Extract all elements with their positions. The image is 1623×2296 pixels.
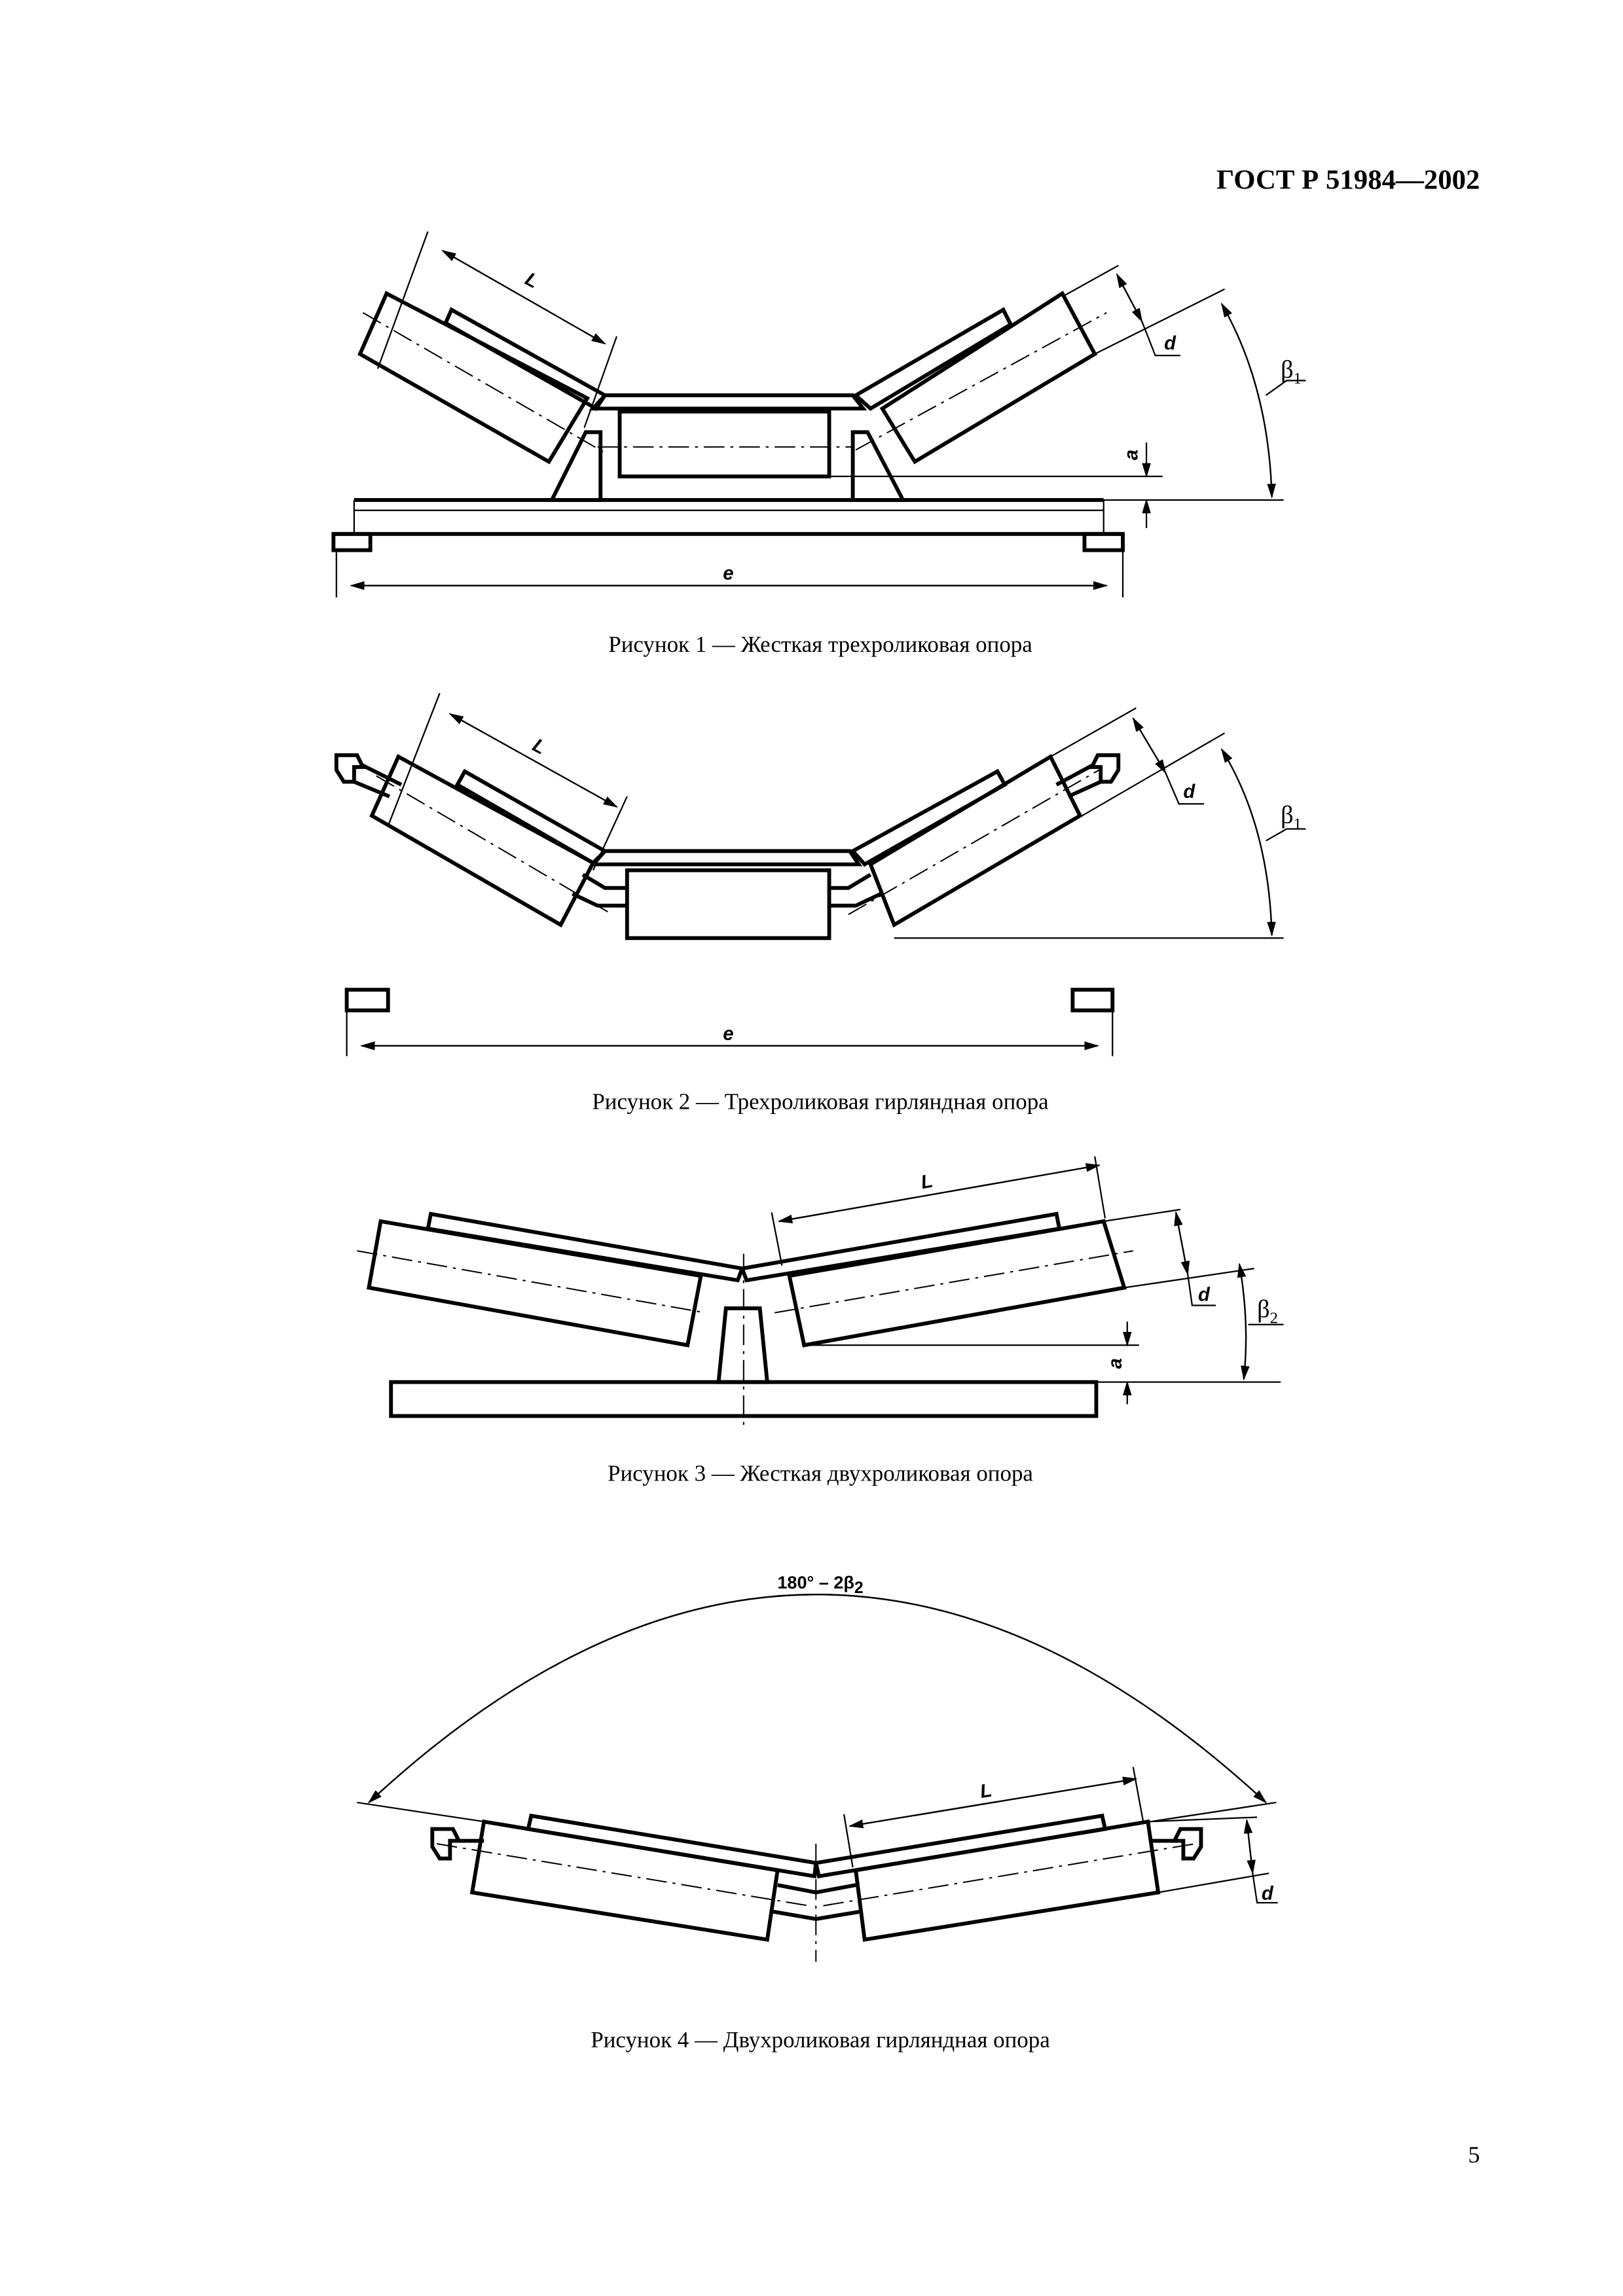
- left-belt: [526, 1813, 818, 1879]
- dimension-a: a: [1121, 450, 1142, 460]
- left-belt: [454, 768, 608, 866]
- dimension-d: d: [1198, 1284, 1211, 1306]
- dimension-e: e: [723, 1023, 733, 1045]
- dimension-d: d: [1262, 1883, 1274, 1905]
- left-belt: [426, 1211, 745, 1283]
- center-belt: [589, 849, 863, 867]
- left-roller: [367, 1219, 703, 1348]
- right-roller: [787, 1219, 1127, 1348]
- left-roller: [469, 1819, 780, 1942]
- angle-beta1: β1: [1281, 356, 1302, 387]
- dimension-e: e: [723, 563, 733, 584]
- dimension-L: L: [529, 734, 549, 759]
- angle-label: 180° – 2β2: [777, 1573, 863, 1597]
- dimension-d: d: [1164, 332, 1176, 354]
- right-belt: [739, 1211, 1062, 1283]
- figure-4-caption: Рисунок 4 — Двухроликовая гирляндная опо…: [591, 2027, 1050, 2053]
- figure-1-caption: Рисунок 1 — Жесткая трехроликовая опора: [608, 632, 1032, 657]
- center-post: [716, 1306, 770, 1384]
- right-roller: [853, 1819, 1161, 1942]
- dimension-L: L: [979, 1780, 994, 1803]
- dimension-L: L: [919, 1170, 934, 1194]
- figure-3-drawing: [357, 1156, 1284, 1428]
- left-roller: [357, 291, 591, 465]
- center-roller: [617, 409, 831, 478]
- figure-3-caption: Рисунок 3 — Жесткая двухроликовая опора: [608, 1461, 1033, 1486]
- document-header: ГОСТ Р 51984—2002: [1216, 164, 1480, 195]
- left-foot: [344, 988, 390, 1013]
- right-foot: [1070, 988, 1115, 1013]
- right-hook: [1171, 1827, 1203, 1861]
- figure-1-drawing: [331, 231, 1306, 598]
- center-belt: [589, 393, 867, 411]
- right-belt: [849, 768, 1008, 867]
- right-hook: [1088, 753, 1121, 784]
- dimension-L: L: [522, 268, 542, 293]
- figure-2-caption: Рисунок 2 — Трехроликовая гирляндная опо…: [592, 1089, 1049, 1115]
- left-hook: [334, 753, 367, 784]
- right-belt: [852, 307, 1013, 411]
- angle-beta2: β2: [1257, 1295, 1278, 1327]
- page-number: 5: [1468, 2142, 1480, 2168]
- right-bracket: [850, 430, 907, 502]
- left-hook: [430, 1827, 462, 1861]
- right-belt: [813, 1813, 1108, 1878]
- dimension-d: d: [1183, 781, 1195, 802]
- figure-2-drawing: [334, 692, 1306, 1056]
- base-frame: [389, 1380, 1099, 1418]
- angle-beta1: β1: [1281, 802, 1302, 833]
- center-roller: [625, 868, 831, 941]
- right-foot: [1082, 531, 1125, 552]
- left-foot: [331, 531, 373, 552]
- figure-4-drawing: [357, 1594, 1278, 1962]
- dimension-a: a: [1104, 1358, 1126, 1369]
